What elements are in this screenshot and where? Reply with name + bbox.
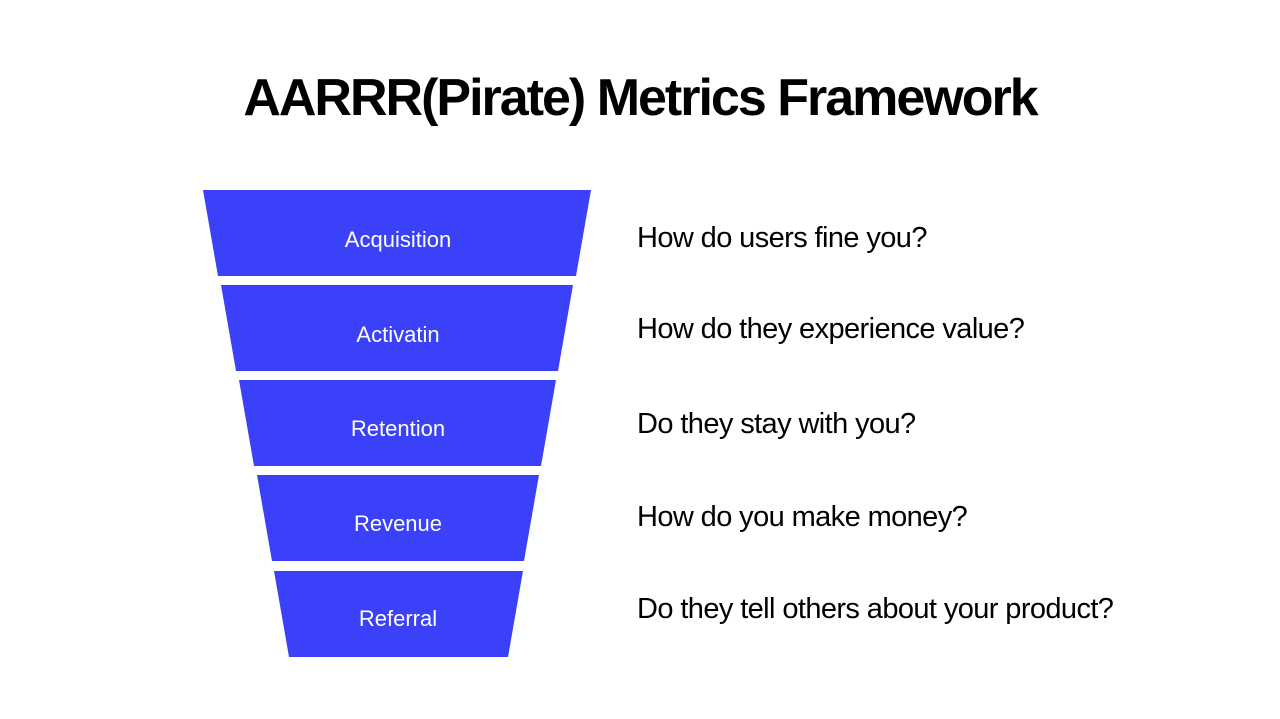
page-title: AARRR(Pirate) Metrics Framework bbox=[243, 69, 1038, 127]
funnel-stage-label: Referral bbox=[359, 606, 437, 631]
question-activation: How do they experience value? bbox=[637, 313, 1025, 345]
question-retention: Do they stay with you? bbox=[637, 408, 916, 440]
funnel-stage-label: Acquisition bbox=[345, 227, 451, 252]
funnel-stage-shape bbox=[221, 285, 573, 371]
question-acquisition: How do users fine you? bbox=[637, 222, 927, 254]
funnel-stage-activation: Activatin bbox=[221, 285, 573, 371]
question-revenue: How do you make money? bbox=[637, 501, 968, 533]
funnel-stage-shape bbox=[203, 190, 591, 276]
question-referral: Do they tell others about your product? bbox=[637, 593, 1114, 625]
funnel-stage-shape bbox=[274, 571, 523, 657]
funnel-stage-label: Activatin bbox=[356, 322, 439, 347]
funnel-stage-referral: Referral bbox=[274, 571, 523, 657]
funnel-stage-acquisition: Acquisition bbox=[203, 190, 591, 276]
funnel-stage-label: Retention bbox=[351, 416, 445, 441]
funnel-stage-shape bbox=[239, 380, 556, 466]
funnel-stage-shape bbox=[257, 475, 539, 561]
funnel-stage-label: Revenue bbox=[354, 511, 442, 536]
funnel-stage-retention: Retention bbox=[239, 380, 556, 466]
funnel-stage-revenue: Revenue bbox=[257, 475, 539, 561]
